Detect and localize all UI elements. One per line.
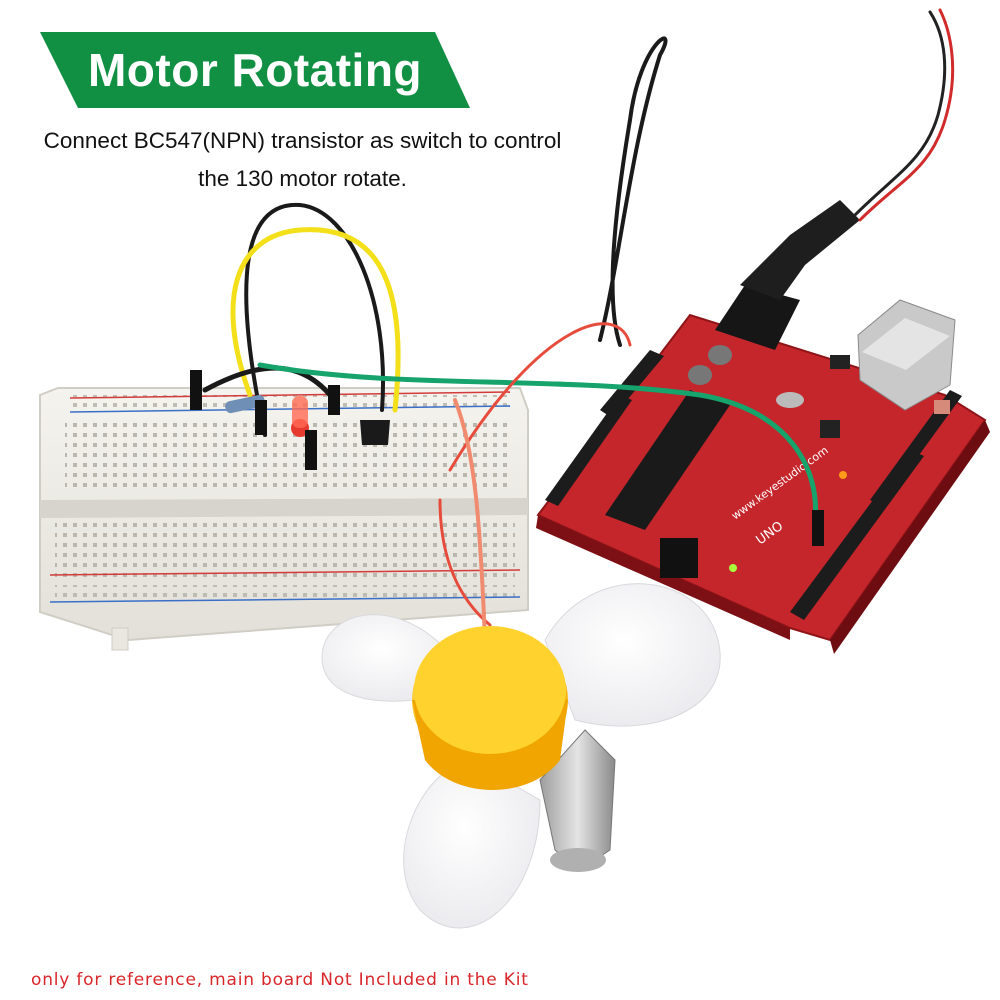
description-line-2: the 130 motor rotate. xyxy=(198,166,407,191)
breadboard-components xyxy=(190,370,824,546)
description: Connect BC547(NPN) transistor as switch … xyxy=(0,122,605,198)
page-title: Motor Rotating xyxy=(87,44,423,96)
banner-shape xyxy=(40,32,470,108)
title-banner: Motor Rotating xyxy=(40,32,470,108)
description-line-1: Connect BC547(NPN) transistor as switch … xyxy=(43,128,562,153)
breadboard xyxy=(39,387,529,651)
arduino-board: www.keyestudio.com UNO xyxy=(536,200,990,654)
disclaimer: only for reference, main board Not Inclu… xyxy=(31,970,529,990)
motor-fan xyxy=(321,583,721,929)
jumper-wires xyxy=(202,8,955,642)
